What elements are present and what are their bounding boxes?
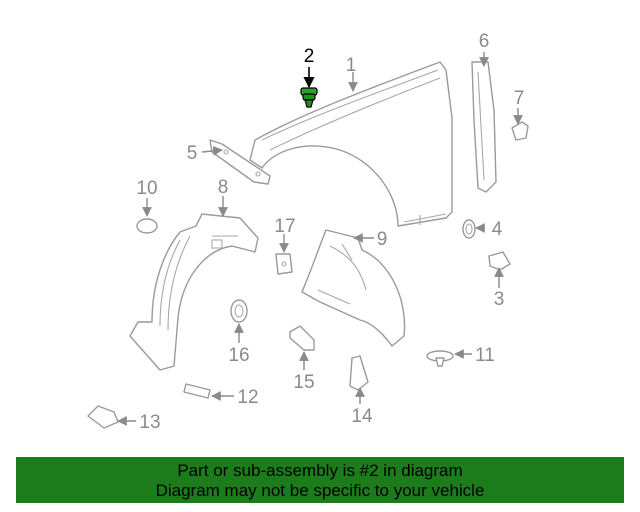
pushclip-part-7 (511, 121, 529, 141)
liner-part-8 (129, 213, 259, 371)
callout-9: 9 (377, 229, 388, 250)
callout-16: 16 (228, 345, 249, 366)
plug-part-10 (136, 218, 158, 234)
callout-5: 5 (187, 143, 198, 164)
liner-part-9 (301, 229, 406, 347)
pin-part-12 (183, 383, 211, 399)
callout-15: 15 (293, 372, 314, 393)
banner-line-disclaimer: Diagram may not be specific to your vehi… (155, 481, 485, 500)
clip-part-2 (300, 87, 318, 108)
callout-4: 4 (492, 219, 503, 240)
callout-3: 3 (494, 289, 505, 310)
fender-part-1 (249, 61, 453, 227)
parts-diagram: 1 2 3 4 5 6 7 8 9 10 11 12 13 14 15 16 1… (87, 31, 529, 433)
leader-lines (117, 52, 523, 426)
callout-8: 8 (218, 177, 229, 198)
callout-2-highlighted: 2 (304, 46, 315, 67)
callout-7: 7 (514, 88, 525, 109)
screw-part-3 (488, 251, 511, 271)
callout-14: 14 (351, 406, 373, 427)
callout-11: 11 (475, 345, 495, 366)
rivet-part-11 (426, 350, 454, 367)
nutclip-part-17 (275, 253, 293, 275)
banner-line-part-number: Part or sub-assembly is #2 in diagram (177, 461, 463, 480)
block-part-13 (87, 405, 119, 429)
callout-12: 12 (237, 387, 258, 408)
info-banner: Part or sub-assembly is #2 in diagram Di… (16, 457, 624, 503)
grommet-part-4 (462, 219, 476, 239)
clip-part-14 (349, 355, 369, 391)
bolt-part-15 (289, 325, 315, 351)
bushing-part-16 (230, 299, 248, 323)
callout-13: 13 (139, 412, 160, 433)
callout-17: 17 (274, 216, 295, 237)
callout-10: 10 (136, 178, 157, 199)
seal-part-6 (471, 61, 497, 193)
callout-1: 1 (346, 55, 357, 76)
callout-6: 6 (479, 31, 490, 52)
bracket-part-5 (209, 139, 271, 185)
